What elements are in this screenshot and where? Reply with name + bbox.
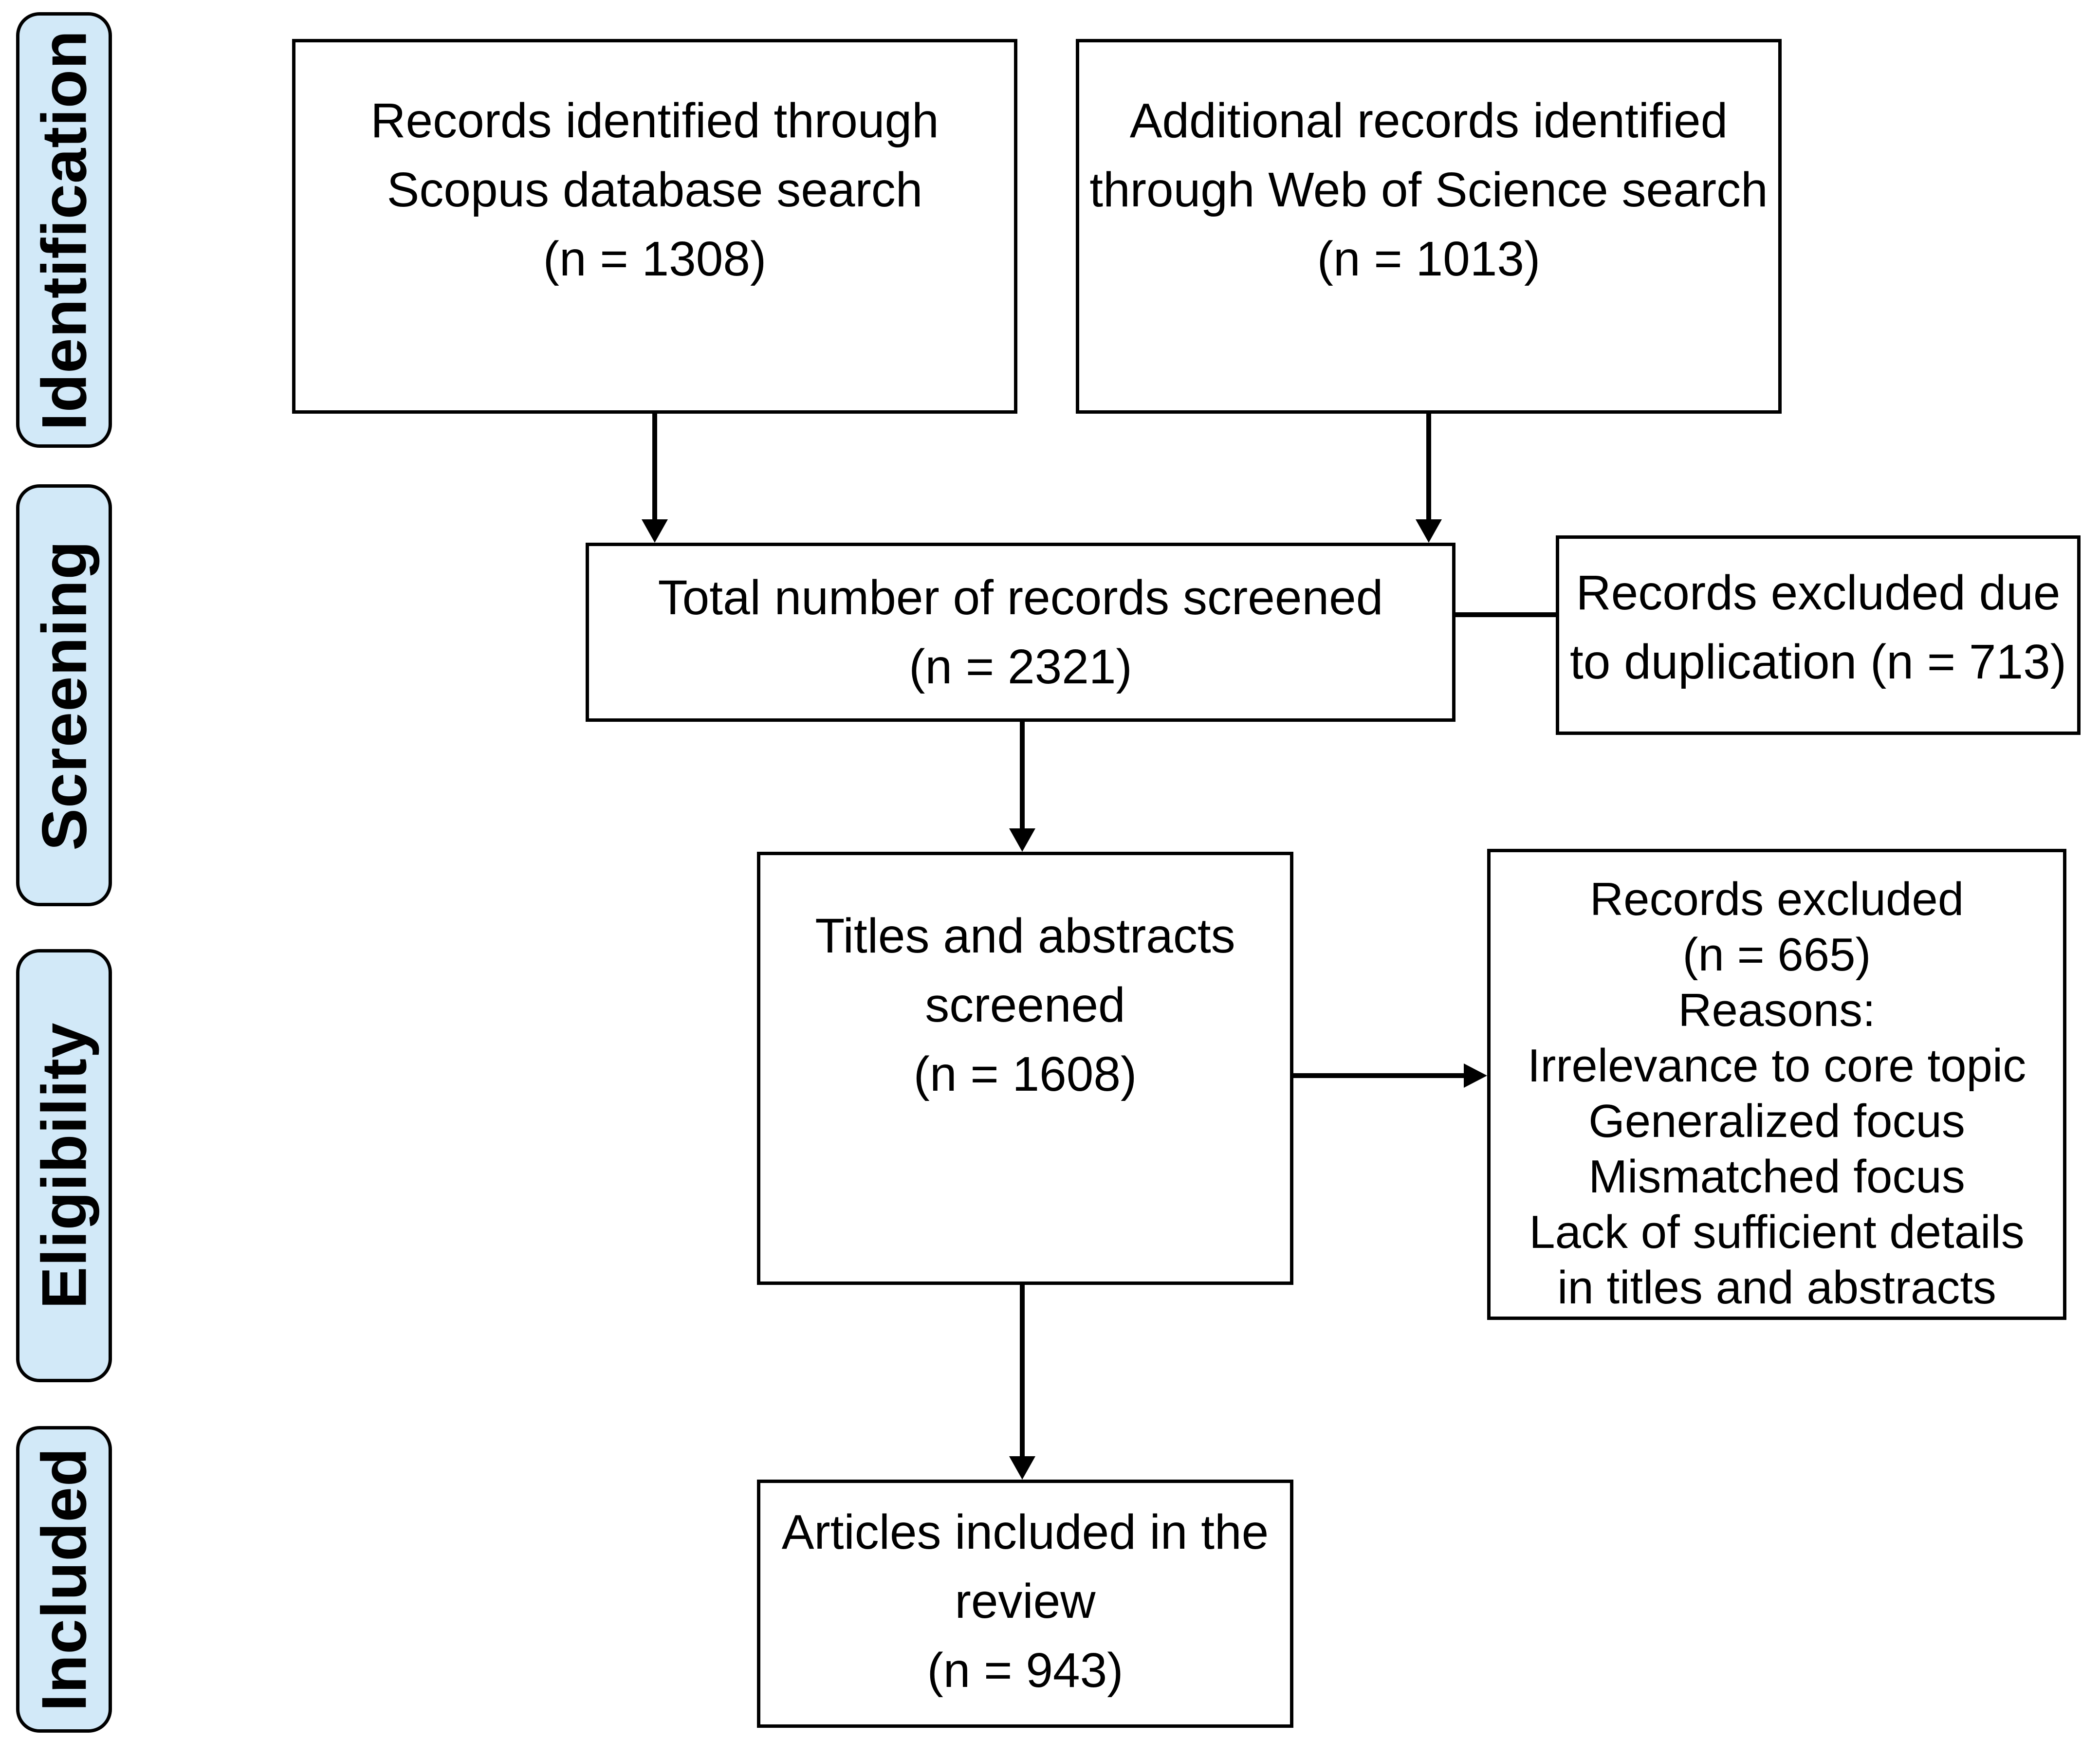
box-line: (n = 1608) xyxy=(913,1047,1137,1101)
box-line: (n = 665) xyxy=(1682,929,1871,981)
box-line: Lack of sufficient details xyxy=(1529,1206,2025,1258)
stage-label-included: Included xyxy=(28,1447,100,1712)
box-line: to duplication (n = 713) xyxy=(1569,635,2067,689)
box-line: Records excluded due xyxy=(1576,566,2061,620)
box-line: screened xyxy=(925,978,1125,1032)
box-line: through Web of Science search xyxy=(1089,163,1768,217)
arrow-total-to-titles-head xyxy=(1009,828,1035,852)
stage-pill-included: Included xyxy=(16,1426,112,1733)
box-line: in titles and abstracts xyxy=(1557,1262,1996,1314)
box-line: Irrelevance to core topic xyxy=(1527,1040,2026,1092)
arrow-scopus-to-total-shaft xyxy=(652,414,657,521)
box-line: Records excluded xyxy=(1589,873,1964,925)
box-line: Mismatched focus xyxy=(1588,1151,1965,1203)
box-total-records-screened: Total number of records screened (n = 23… xyxy=(586,543,1455,722)
box-articles-included: Articles included in the review (n = 943… xyxy=(757,1480,1293,1728)
stage-pill-eligibility: Eligibility xyxy=(16,949,112,1382)
stage-label-screening: Screening xyxy=(28,540,100,851)
stage-pill-identification: Identification xyxy=(16,12,112,448)
box-records-identified-wos: Additional records identified through We… xyxy=(1076,39,1782,414)
stage-label-identification: Identification xyxy=(28,30,100,430)
box-line: (n = 1308) xyxy=(543,232,767,286)
box-line: (n = 1013) xyxy=(1317,232,1541,286)
box-records-excluded-reasons: Records excluded (n = 665) Reasons: Irre… xyxy=(1487,849,2066,1320)
box-records-identified-scopus: Records identified through Scopus databa… xyxy=(292,39,1017,414)
box-line: Reasons: xyxy=(1678,984,1876,1036)
box-line: Total number of records screened xyxy=(658,570,1383,625)
stage-label-eligibility: Eligibility xyxy=(28,1022,100,1309)
arrow-titles-to-excluded-shaft xyxy=(1293,1073,1464,1078)
box-line: Titles and abstracts xyxy=(815,909,1235,963)
arrow-wos-to-total-shaft xyxy=(1426,414,1431,521)
arrow-wos-to-total-head xyxy=(1416,519,1442,543)
box-line: review xyxy=(955,1574,1096,1629)
box-line: Articles included in the xyxy=(781,1505,1269,1559)
stage-pill-screening: Screening xyxy=(16,484,112,906)
arrow-titles-to-included-shaft xyxy=(1020,1285,1025,1458)
arrow-titles-to-included-head xyxy=(1009,1456,1035,1480)
box-line: Records identified through xyxy=(370,93,939,148)
box-line: (n = 2321) xyxy=(909,640,1132,694)
arrow-total-to-titles-shaft xyxy=(1020,722,1025,830)
arrow-scopus-to-total-head xyxy=(642,519,668,543)
box-line: Additional records identified xyxy=(1129,93,1728,148)
connector-total-to-duplication xyxy=(1455,612,1556,617)
box-line: (n = 943) xyxy=(927,1643,1124,1698)
arrow-titles-to-excluded-head xyxy=(1464,1063,1487,1088)
box-excluded-duplication: Records excluded due to duplication (n =… xyxy=(1556,535,2081,735)
box-titles-abstracts-screened: Titles and abstracts screened (n = 1608) xyxy=(757,852,1293,1285)
box-line: Generalized focus xyxy=(1588,1095,1965,1147)
box-line: Scopus database search xyxy=(387,163,923,217)
